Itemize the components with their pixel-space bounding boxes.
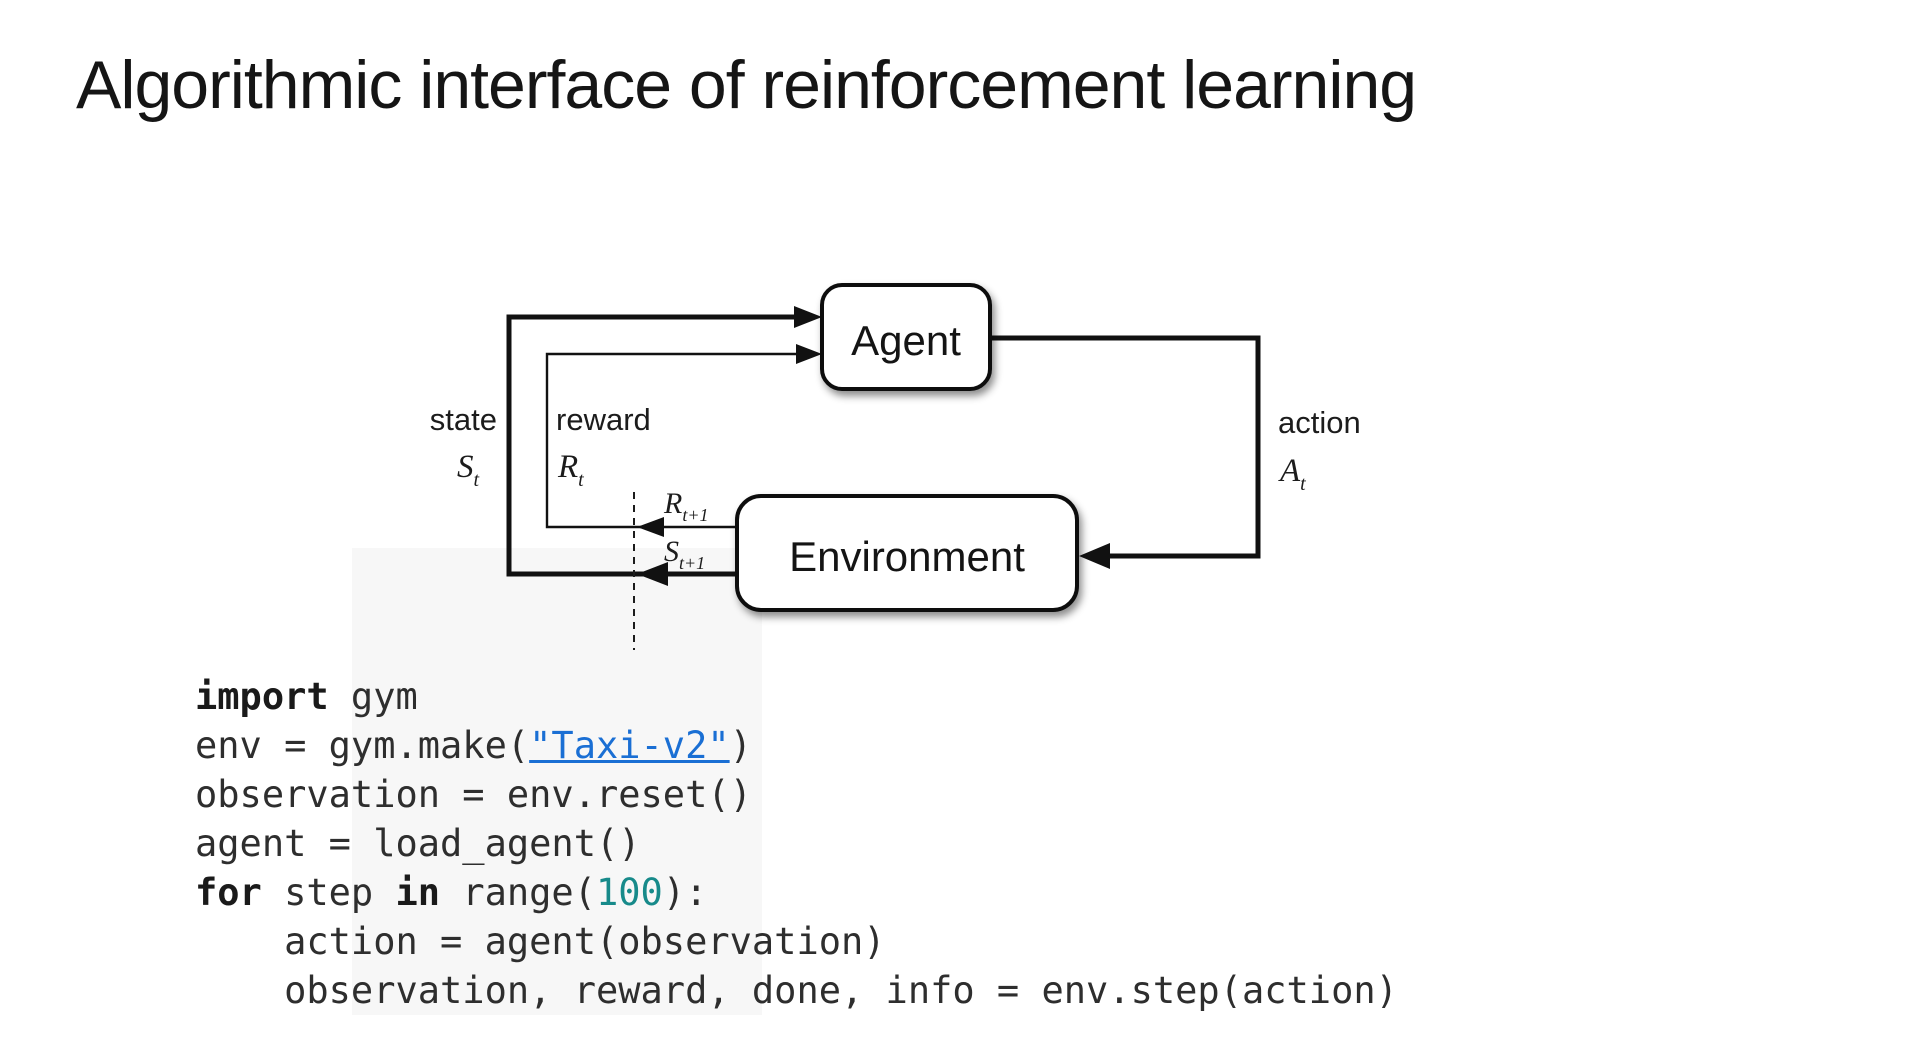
- state-symbol: St: [457, 449, 480, 491]
- code-token: import: [195, 675, 329, 718]
- action-label: action: [1278, 405, 1361, 440]
- action-into-environment-arrowhead: [1079, 543, 1110, 569]
- action-loop-line: [988, 335, 1261, 559]
- code-token: action = agent(observation): [195, 920, 886, 963]
- code-token: for: [195, 871, 262, 914]
- state-loop-line: [506, 314, 798, 577]
- code-line: import gym: [195, 672, 1398, 721]
- action-symbol: At: [1278, 453, 1306, 495]
- state-into-agent-arrowhead: [794, 306, 822, 328]
- next-reward-arrowhead: [637, 517, 664, 537]
- page-title: Algorithmic interface of reinforcement l…: [76, 47, 1417, 123]
- code-line: action = agent(observation): [195, 917, 1398, 966]
- code-line: env = gym.make("Taxi-v2"): [195, 721, 1398, 770]
- code-token: gym: [328, 675, 418, 718]
- code-token: observation, reward, done, info = env.st…: [195, 969, 1398, 1012]
- reward-label: reward: [556, 402, 651, 437]
- code-token: ): [729, 724, 752, 767]
- environment-label: Environment: [789, 533, 1025, 580]
- code-token: agent = load_agent(): [195, 822, 641, 865]
- reward-symbol: Rt: [557, 449, 584, 491]
- state-label: state: [430, 402, 497, 437]
- code-line: observation, reward, done, info = env.st…: [195, 966, 1398, 1015]
- agent-label: Agent: [851, 317, 961, 364]
- next-state-arrowhead: [637, 562, 668, 586]
- code-token: env = gym.make(: [195, 724, 530, 767]
- next-state-symbol: St+1: [664, 535, 705, 573]
- agent-box: [820, 283, 992, 391]
- code-token: in: [395, 871, 441, 914]
- code-token: observation = env.reset(): [195, 773, 752, 816]
- code-line: for step in range(100):: [195, 868, 1398, 917]
- code-token: step: [261, 871, 396, 914]
- reward-into-agent-arrowhead: [796, 344, 822, 364]
- code-token: ):: [662, 871, 708, 914]
- code-token: range(: [440, 871, 596, 914]
- code-token: 100: [595, 871, 663, 914]
- environment-box: [735, 494, 1079, 612]
- code-line: observation = env.reset(): [195, 770, 1398, 819]
- taxi-v2-link[interactable]: "Taxi-v2": [529, 724, 730, 767]
- next-reward-symbol: Rt+1: [663, 487, 708, 525]
- code-line: agent = load_agent(): [195, 819, 1398, 868]
